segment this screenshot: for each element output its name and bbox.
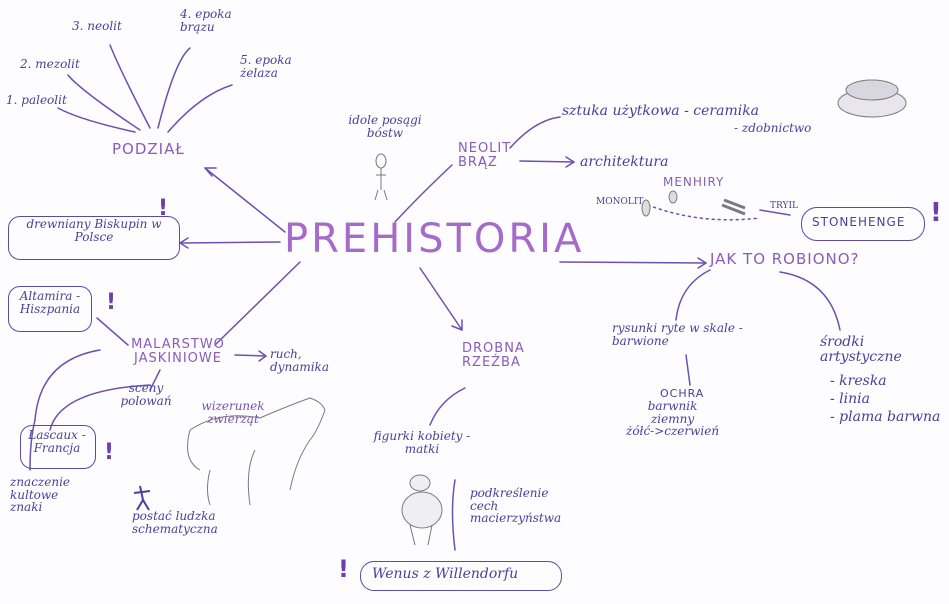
cult-label: znaczenie kultowe znaki <box>10 476 80 514</box>
applied-art-label: sztuka użytkowa - ceramika <box>562 104 759 119</box>
architecture-label: architektura <box>580 155 668 170</box>
emphasis-label: podkreślenie cech macierzyństwa <box>470 487 561 525</box>
human-figure-label: postać ludzka schematyczna <box>132 510 242 535</box>
monolit-label: MONOLIT <box>596 198 643 207</box>
jak-to-robiono-heading: JAK TO ROBIONO? <box>710 252 860 268</box>
menhiry-label: MENHIRY <box>663 176 724 189</box>
venus-label: Wenus z Willendorfu <box>372 567 518 582</box>
drawings-label: rysunki ryte w skale - barwione <box>612 322 762 347</box>
ochra-detail-line: barwnik <box>626 400 719 413</box>
figurines-label: figurki kobiety - matki <box>372 430 472 455</box>
trylit-label: TRYIL <box>770 202 798 211</box>
period-epoka-brazu: 4. epoka brązu <box>180 8 250 33</box>
stonehenge-label: STONEHENGE <box>812 216 905 229</box>
artistic-means-title-line: środki <box>820 335 902 350</box>
ochra-label: OCHRA <box>660 388 704 400</box>
period-mezolit: 2. mezolit <box>20 58 80 71</box>
animals-label: wizerunek zwierząt <box>198 400 268 425</box>
neolit-heading: NEOLIT BRĄZ <box>458 142 518 169</box>
ochra-detail: barwnik ziemny żółć->czerwień <box>626 400 719 438</box>
period-neolit: 3. neolit <box>72 20 122 33</box>
emphasis-line: podkreślenie <box>470 487 561 500</box>
ochra-detail-line: żółć->czerwień <box>626 425 719 438</box>
artistic-means-item: - linia <box>830 390 940 408</box>
exclamation-mark: ! <box>158 196 168 221</box>
artistic-means-list: - kreska - linia - plama barwna <box>830 372 940 427</box>
period-paleolit: 1. paleolit <box>6 94 67 107</box>
lascaux-label: Lascaux - Francja <box>24 429 90 454</box>
hunting-label: sceny polowań <box>116 382 176 407</box>
exclamation-mark: ! <box>106 290 116 315</box>
artistic-means-item: - plama barwna <box>830 408 940 426</box>
biskupin-label: drewniany Biskupin w Polsce <box>14 218 174 243</box>
artistic-means-item: - kreska <box>830 372 940 390</box>
period-epoka-zelaza: 5. epoka żelaza <box>240 54 310 79</box>
idols-label: idole posągi bóstw <box>340 114 430 139</box>
malarstwo-heading: MALARSTWO JASKINIOWE <box>118 338 238 365</box>
center-topic: PREHISTORIA <box>284 218 584 260</box>
motion-label: ruch, dynamika <box>270 348 350 373</box>
podzial-heading: PODZIAŁ <box>112 142 185 158</box>
applied-art-ornament: - zdobnictwo <box>734 122 811 135</box>
altamira-label: Altamira - Hiszpania <box>12 290 88 315</box>
exclamation-mark: ! <box>930 198 942 228</box>
artistic-means-title: środki artystyczne <box>820 335 902 364</box>
artistic-means-title-line: artystyczne <box>820 350 902 365</box>
rzezba-heading: DROBNA RZEŹBA <box>462 342 562 369</box>
exclamation-mark: ! <box>104 440 114 465</box>
exclamation-mark: ! <box>338 555 349 583</box>
emphasis-line: macierzyństwa <box>470 512 561 525</box>
